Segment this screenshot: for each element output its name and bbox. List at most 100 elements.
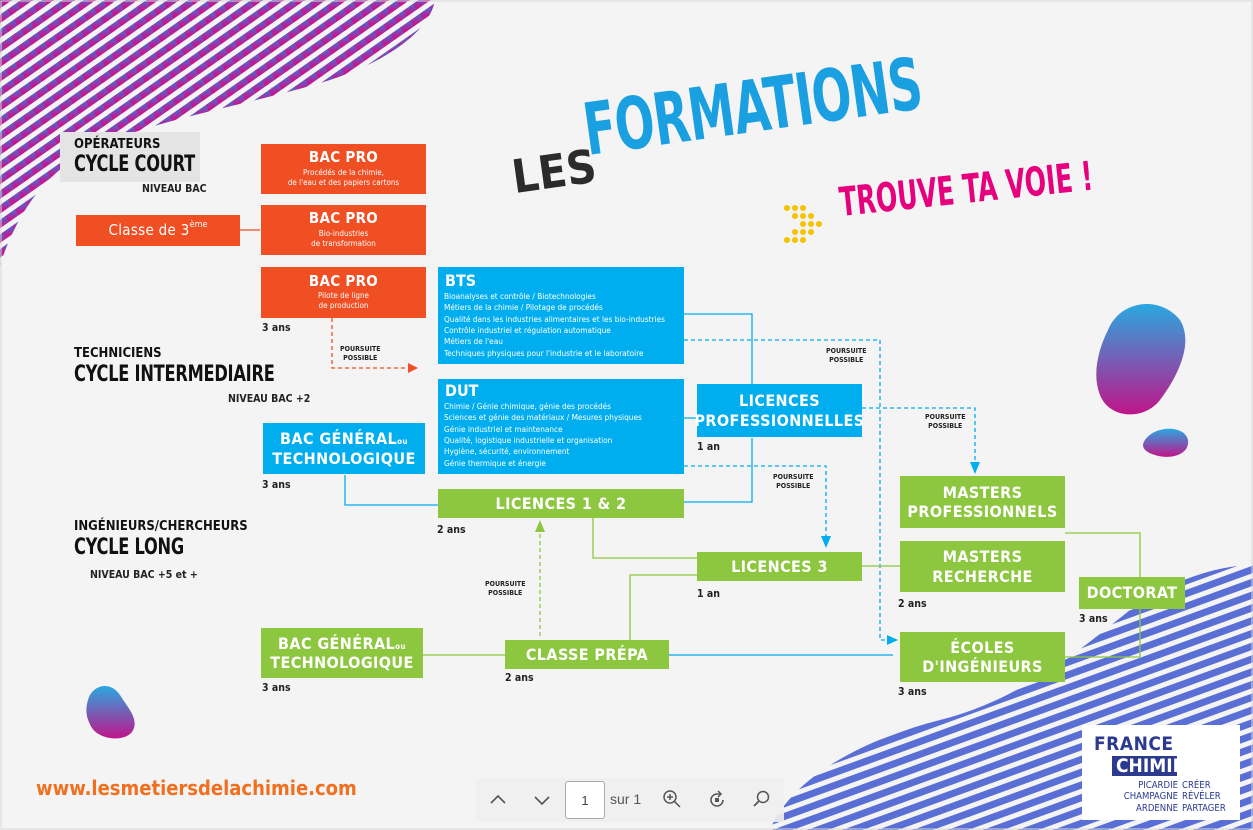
licences-3-label: LICENCES 3 bbox=[731, 556, 828, 576]
classe-prepa-label: CLASSE PRÉPA bbox=[525, 644, 649, 664]
bac-pro-sub: Pilote de ligne bbox=[318, 291, 369, 301]
poursuite-note-2: POURSUITE POSSIBLE bbox=[826, 347, 867, 365]
bac-general-line2: TECHNOLOGIQUE bbox=[272, 448, 416, 468]
bts-item: Métiers de l'eau bbox=[444, 336, 503, 347]
website-link[interactable]: www.lesmetiersdelachimie.com bbox=[36, 776, 357, 800]
logo-chimie-bg bbox=[1112, 756, 1177, 776]
dut-title: DUT bbox=[445, 381, 479, 400]
section-cycle-court: CYCLE COURT bbox=[74, 152, 195, 177]
page-number-input[interactable]: 1 bbox=[565, 781, 605, 819]
dut-item: Qualité, logistique industrielle et orga… bbox=[444, 434, 613, 445]
bts-item: Bioanalyses et contrôle / Biotechnologie… bbox=[444, 291, 596, 301]
chevron-up-icon[interactable] bbox=[484, 786, 512, 814]
duration-bac-long: 3 ans bbox=[262, 682, 291, 694]
duration-bac-tech: 3 ans bbox=[262, 479, 291, 491]
poursuite-line: POSSIBLE bbox=[488, 588, 523, 597]
arrow-dots-icon bbox=[782, 200, 832, 250]
duration-licence-pro: 1 an bbox=[697, 441, 720, 453]
ecoles-line2: D'INGÉNIEURS bbox=[922, 657, 1043, 676]
bac-pro-title: BAC PRO bbox=[308, 271, 379, 290]
poursuite-line: POSSIBLE bbox=[776, 481, 811, 490]
bac-pro-title: BAC PRO bbox=[308, 209, 379, 228]
dut-item: Génie industriel et maintenance bbox=[444, 423, 563, 434]
bts-item: Qualité dans les industries alimentaires… bbox=[444, 313, 665, 324]
poursuite-line: POSSIBLE bbox=[829, 355, 864, 364]
poursuite-note-1: POURSUITE POSSIBLE bbox=[340, 345, 381, 363]
search-icon[interactable] bbox=[748, 785, 776, 813]
poursuite-line: POURSUITE bbox=[485, 580, 526, 588]
bts-item: Contrôle industriel et régulation automa… bbox=[444, 324, 611, 335]
bac-pro-title: BAC PRO bbox=[308, 148, 379, 167]
ou-text: ou bbox=[395, 641, 406, 651]
section-level-bac2: NIVEAU BAC +2 bbox=[228, 393, 311, 405]
doctorat-label: DOCTORAT bbox=[1086, 583, 1178, 603]
duration-ecoles: 3 ans bbox=[898, 686, 927, 698]
classe-3eme-label: Classe de 3 bbox=[108, 220, 190, 239]
logo-region: CHAMPAGNE bbox=[1123, 791, 1178, 803]
section-cycle-intermediaire: CYCLE INTERMEDIAIRE bbox=[74, 362, 275, 387]
bts-item: Techniques physiques pour l'industrie et… bbox=[444, 347, 644, 358]
bac-pro-box-2: BAC PRO Bio-industries de transformation bbox=[261, 205, 426, 255]
rotate-icon[interactable] bbox=[703, 786, 731, 814]
licences-12-label: LICENCES 1 & 2 bbox=[495, 493, 627, 513]
duration-masters: 2 ans bbox=[898, 598, 927, 610]
ecoles-ingenieurs-box: ÉCOLES D'INGÉNIEURS bbox=[900, 632, 1065, 682]
bac-pro-sub: de production bbox=[318, 301, 369, 311]
poursuite-line: POSSIBLE bbox=[928, 421, 963, 430]
france-chimie-logo: FRANCE CHIMIE PICARDIE CHAMPAGNE ARDENNE… bbox=[1082, 725, 1240, 820]
bac-pro-box-1: BAC PRO Procédés de la chimie, de l'eau … bbox=[261, 144, 426, 194]
dut-item: Chimie / Génie chimique, génie des procé… bbox=[444, 401, 612, 411]
logo-motto-word: RÉVÉLER bbox=[1182, 791, 1221, 803]
zoom-in-icon[interactable] bbox=[658, 785, 686, 813]
classe-prepa-box: CLASSE PRÉPA bbox=[505, 640, 669, 669]
masters-recherche-line2: RECHERCHE bbox=[932, 566, 1033, 586]
poursuite-line: POURSUITE bbox=[773, 473, 814, 481]
bts-title: BTS bbox=[445, 271, 477, 290]
logo-regions: PICARDIE CHAMPAGNE ARDENNE bbox=[1110, 780, 1178, 814]
section-level-bac5: NIVEAU BAC +5 et + bbox=[90, 569, 198, 581]
bac-general-text: BAC GÉNÉRAL bbox=[278, 633, 396, 653]
dut-box: DUT Chimie / Génie chimique, génie des p… bbox=[438, 379, 684, 474]
section-role-operateurs: OPÉRATEURS bbox=[74, 137, 161, 152]
bac-pro-sub: de l'eau et des papiers cartons bbox=[287, 177, 400, 187]
bac-pro-sub: Bio-industries bbox=[318, 228, 369, 238]
logo-region: ARDENNE bbox=[1136, 802, 1178, 814]
duration-doctorat: 3 ans bbox=[1079, 613, 1108, 625]
section-role-ingenieurs: INGÉNIEURS/CHERCHEURS bbox=[74, 519, 248, 534]
bac-general-line2: TECHNOLOGIQUE bbox=[270, 653, 414, 672]
licences-pro-line2: PROFESSIONNELLES bbox=[694, 410, 865, 430]
ecoles-line1: ÉCOLES bbox=[950, 637, 1015, 657]
poursuite-line: POURSUITE bbox=[340, 345, 381, 353]
logo-region: PICARDIE bbox=[1138, 780, 1178, 791]
bac-general-line1: BAC GÉNÉRALou bbox=[278, 634, 406, 653]
section-cycle-long: CYCLE LONG bbox=[74, 535, 184, 560]
masters-recherche-line1: MASTERS bbox=[942, 547, 1023, 567]
duration-licences-12: 2 ans bbox=[437, 524, 466, 536]
duration-bac-pro: 3 ans bbox=[262, 322, 291, 334]
dut-item: Génie thermique et énergie bbox=[444, 457, 546, 468]
viewer-toolbar bbox=[476, 778, 784, 822]
bac-general-text: BAC GÉNÉRAL bbox=[280, 429, 398, 449]
logo-chimie: CHIMIE bbox=[1116, 755, 1185, 777]
bts-box: BTS Bioanalyses et contrôle / Biotechnol… bbox=[438, 267, 684, 364]
poursuite-note-3: POURSUITE POSSIBLE bbox=[925, 413, 966, 431]
poursuite-note-4: POURSUITE POSSIBLE bbox=[773, 473, 814, 491]
chevron-down-icon[interactable] bbox=[528, 786, 556, 814]
poursuite-line: POSSIBLE bbox=[343, 353, 378, 362]
section-level-bac: NIVEAU BAC bbox=[142, 183, 207, 195]
section-header-operateurs bbox=[60, 132, 200, 182]
doctorat-box: DOCTORAT bbox=[1079, 577, 1185, 609]
section-role-techniciens: TECHNICIENS bbox=[74, 346, 162, 361]
dut-item: Sciences et génie des matériaux / Mesure… bbox=[444, 412, 642, 423]
bac-pro-box-3: BAC PRO Pilote de ligne de production bbox=[261, 267, 426, 318]
bac-general-tech-box-green: BAC GÉNÉRALou TECHNOLOGIQUE bbox=[261, 628, 423, 678]
masters-recherche-box: MASTERS RECHERCHE bbox=[900, 541, 1065, 592]
licences-pro-box: LICENCES PROFESSIONNELLES bbox=[694, 384, 865, 437]
dut-list: Chimie / Génie chimique, génie des procé… bbox=[444, 401, 642, 469]
licences-12-box: LICENCES 1 & 2 bbox=[438, 489, 684, 518]
logo-motto-word: PARTAGER bbox=[1182, 802, 1226, 814]
poursuite-note-5: POURSUITE POSSIBLE bbox=[485, 580, 526, 598]
